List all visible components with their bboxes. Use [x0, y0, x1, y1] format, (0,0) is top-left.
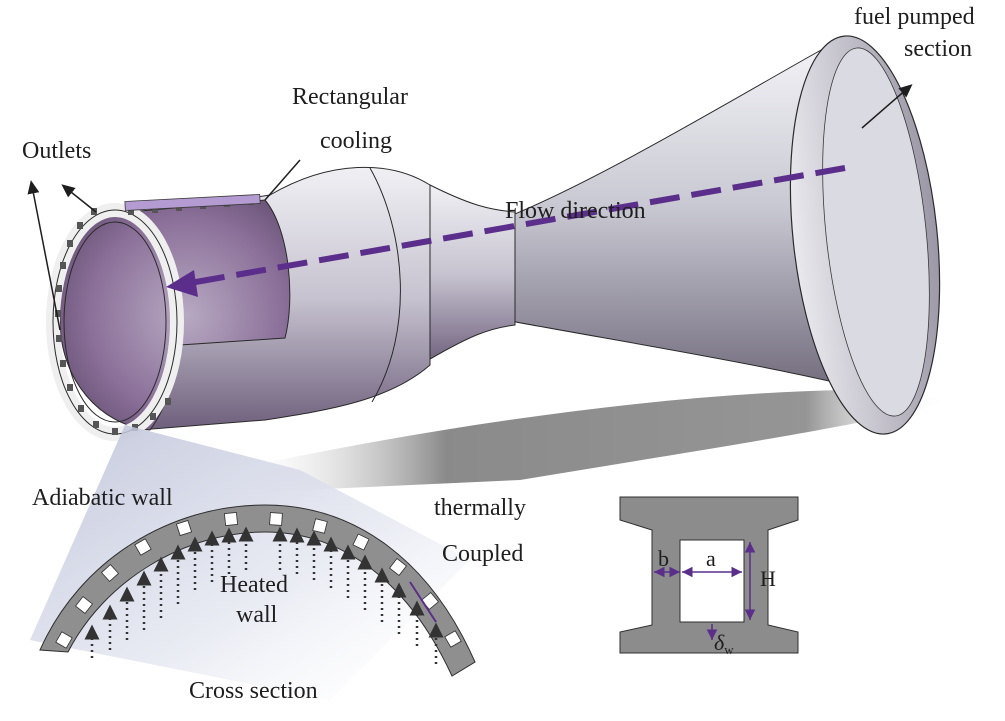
- label-heated-wall-2: wall: [236, 602, 278, 628]
- outlets-leader-1: [27, 180, 61, 331]
- dim-label-delta-sub: w: [724, 642, 734, 657]
- dim-label-a: a: [706, 546, 716, 571]
- fuel-pumped-leader: [861, 84, 913, 129]
- label-adiabatic-wall: Adiabatic wall: [32, 485, 173, 511]
- channel-detail: [619, 496, 799, 654]
- label-flow-direction: Flow direction: [505, 198, 646, 224]
- dim-label-b: b: [658, 546, 669, 571]
- dim-label-delta: δw: [714, 630, 734, 657]
- channel-detail-hole: [679, 539, 745, 623]
- flange-face: [822, 47, 930, 417]
- flow-arrow-head: [166, 270, 198, 297]
- cross-section-channels: [55, 511, 462, 649]
- outlets-leader-2: [61, 184, 97, 213]
- label-fuel-pumped-1: fuel pumped: [854, 4, 975, 30]
- label-fuel-pumped-2: section: [904, 36, 972, 62]
- label-heated-wall-1: Heated: [220, 572, 288, 598]
- rectangular-cooling-channel: [124, 194, 261, 211]
- label-rect-cooling-2: cooling: [320, 128, 392, 154]
- cross-section-wedge: [30, 425, 470, 700]
- flow-direction-arrow: [189, 165, 846, 286]
- label-outlets: Outlets: [22, 138, 91, 164]
- heat-flux-arrows: [84, 526, 444, 664]
- chamber-wall-ring-inner: [63, 221, 167, 423]
- dim-label-h: H: [760, 566, 776, 591]
- label-rect-cooling-1: Rectangular: [292, 84, 408, 110]
- chamber-seam: [369, 167, 401, 403]
- label-thermally: thermally: [434, 495, 526, 521]
- rect-cooling-leader: [264, 159, 301, 201]
- label-cross-section: Cross section: [189, 678, 318, 704]
- dim-label-delta-symbol: δ: [714, 630, 725, 655]
- nozzle-throat: [419, 184, 516, 366]
- label-coupled: Coupled: [442, 541, 523, 567]
- floor-shadow: [230, 390, 950, 492]
